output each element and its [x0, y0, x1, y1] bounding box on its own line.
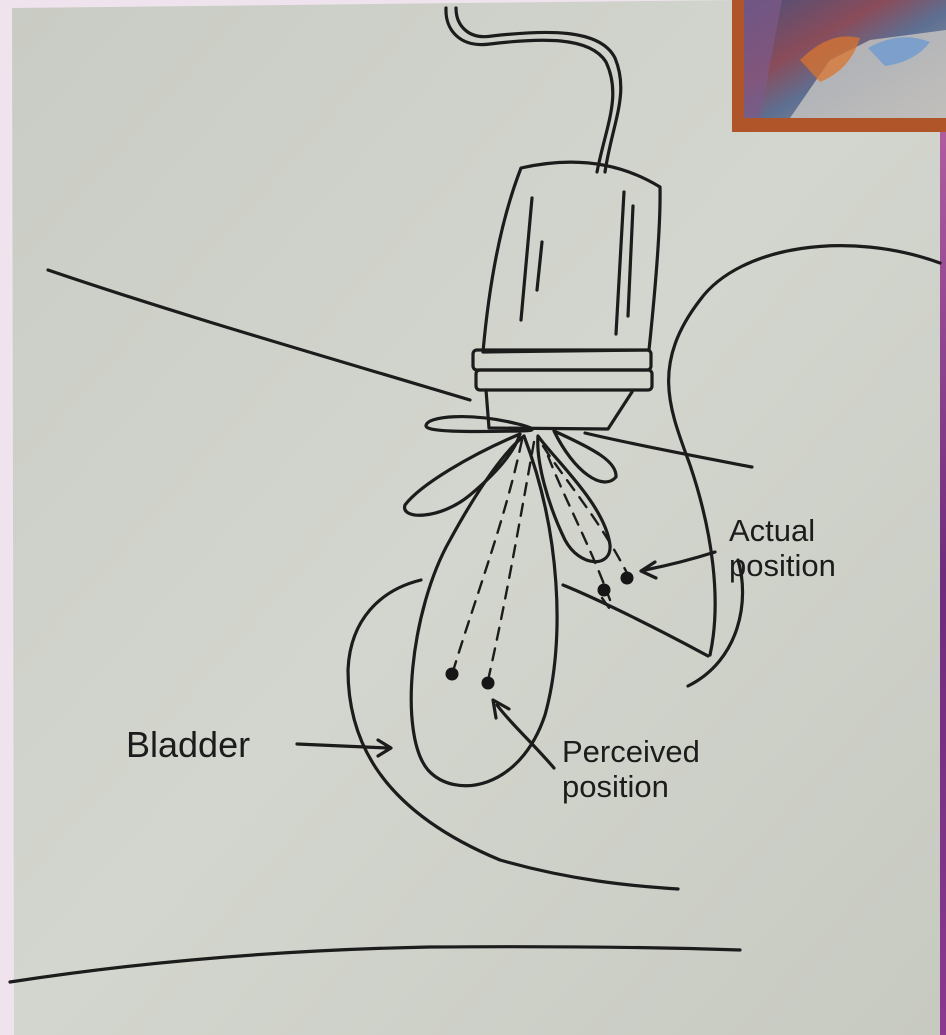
actual-dot-2: [598, 584, 611, 597]
perceived-line2: position: [562, 770, 700, 805]
actual-line1: Actual: [729, 514, 836, 549]
perceived-line1: Perceived: [562, 735, 700, 770]
cover-corner-photo: [732, 0, 946, 132]
perceived-dot-2: [482, 677, 495, 690]
perceived-position-label: Perceived position: [562, 735, 700, 804]
actual-position-label: Actual position: [729, 514, 836, 583]
perceived-dot-1: [446, 668, 459, 681]
actual-dot-1: [621, 572, 634, 585]
actual-line2: position: [729, 549, 836, 584]
bladder-label: Bladder: [126, 725, 250, 765]
